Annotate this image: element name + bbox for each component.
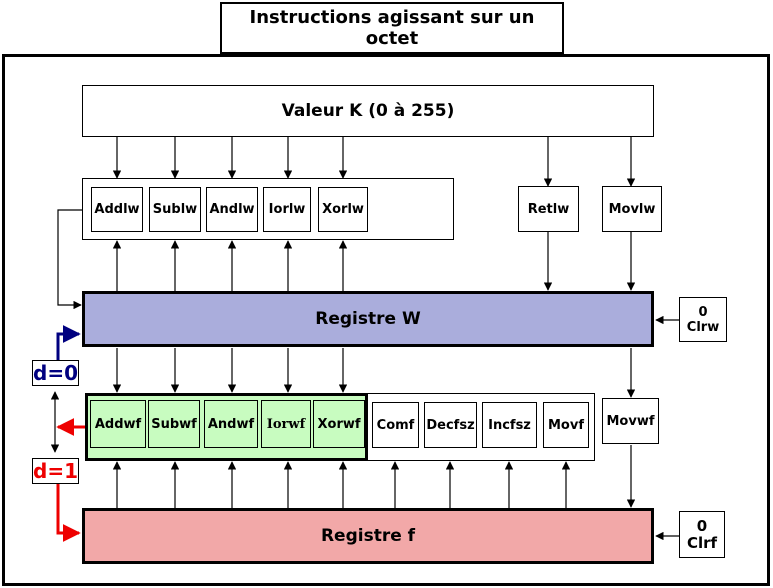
instr-clrw: 0 Clrw: [679, 297, 727, 342]
clrf-zero: 0: [696, 516, 708, 535]
instr-andlw: Andlw: [206, 187, 258, 232]
instr-sublw: Sublw: [149, 187, 201, 232]
arrow-literal-feedback: [57, 209, 82, 310]
clrf-label: Clrf: [686, 533, 718, 552]
instr-retlw: Retlw: [518, 186, 579, 232]
arrow-d1-f: [56, 484, 81, 542]
instr-subwf: Subwf: [148, 400, 200, 448]
valeur-k-box: Valeur K (0 à 255): [82, 85, 654, 137]
instr-comf: Comf: [372, 402, 419, 448]
instr-clrf: 0 Clrf: [679, 511, 725, 558]
instr-decfsz: Decfsz: [424, 402, 477, 448]
instr-addlw: Addlw: [91, 187, 143, 232]
d1-label: d=1: [32, 458, 79, 484]
register-f: Registre f: [82, 508, 654, 564]
diagram-title: Instructions agissant sur un octet: [220, 2, 564, 54]
arrow-d0-w: [56, 325, 81, 360]
instr-movwf: Movwf: [602, 398, 659, 444]
instr-iorwf: Iorwf: [261, 400, 311, 448]
clrw-label: Clrw: [686, 319, 720, 335]
instr-addwf: Addwf: [90, 400, 146, 448]
d0-label: d=0: [32, 360, 79, 386]
instr-andwf: Andwf: [204, 400, 258, 448]
instr-movf: Movf: [543, 402, 589, 448]
instr-xorlw: Xorlw: [318, 187, 368, 232]
instr-movlw: Movlw: [602, 186, 662, 232]
instr-iorlw: Iorlw: [263, 187, 311, 232]
clrw-zero: 0: [698, 304, 708, 320]
register-w: Registre W: [82, 291, 654, 347]
instr-incfsz: Incfsz: [482, 402, 537, 448]
instr-xorwf: Xorwf: [313, 400, 365, 448]
